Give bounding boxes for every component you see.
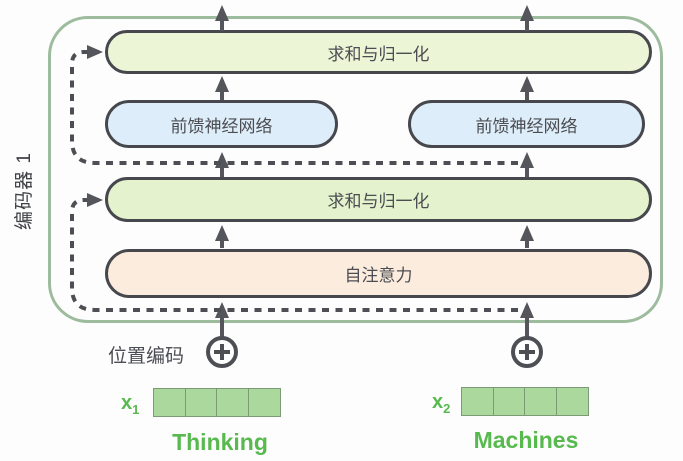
vector-cell (153, 388, 186, 417)
token-vector-x1 (153, 388, 281, 417)
plus-circle-icon (206, 336, 238, 368)
vector-cell (247, 388, 281, 417)
vector-cell (555, 387, 589, 416)
self-attention-block: 自注意力 (105, 249, 652, 298)
plus-circle-icon (511, 336, 543, 368)
token-vector-label-x2: x2 (432, 392, 450, 415)
vector-cell (216, 388, 249, 417)
feed-forward-right-block: 前馈神经网络 (408, 100, 645, 148)
add-normalize-top-label: 求和与归一化 (327, 44, 430, 64)
add-normalize-top-block: 求和与归一化 (105, 30, 652, 74)
vector-cell (461, 387, 494, 416)
x1-subscript: 1 (132, 402, 140, 417)
token-vector-label-x1: x1 (121, 393, 139, 416)
x2-symbol: x (432, 391, 444, 413)
x1-symbol: x (121, 392, 133, 414)
vector-cell (492, 387, 526, 416)
self-attention-label: 自注意力 (344, 266, 413, 285)
token-word-machines: Machines (473, 427, 579, 453)
encoder-label: 编码器 1 (14, 152, 35, 230)
token-vector-x2 (461, 387, 589, 416)
encoder-container (48, 16, 663, 323)
vector-cell (184, 388, 218, 417)
add-normalize-middle-label: 求和与归一化 (327, 192, 430, 211)
token-word-thinking: Thinking (172, 429, 268, 455)
feed-forward-right-label: 前馈神经网络 (475, 116, 578, 136)
x2-subscript: 2 (443, 401, 451, 416)
feed-forward-left-label: 前馈神经网络 (170, 116, 273, 136)
feed-forward-left-block: 前馈神经网络 (105, 100, 338, 148)
add-normalize-middle-block: 求和与归一化 (105, 177, 652, 222)
positional-encoding-label: 位置编码 (108, 346, 185, 367)
vector-cell (524, 387, 557, 416)
